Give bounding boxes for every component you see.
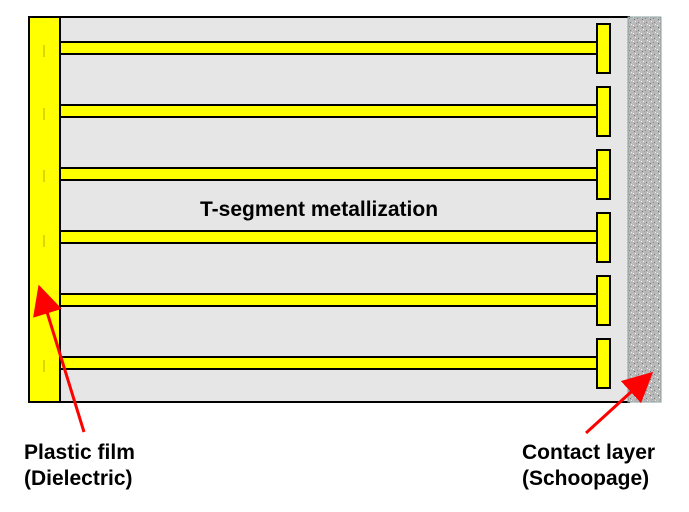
t-segment — [59, 212, 611, 263]
t-segment-head — [596, 212, 611, 263]
t-segment — [59, 86, 611, 137]
t-segment-head — [596, 149, 611, 200]
left-metal-bar — [28, 16, 61, 403]
plastic-film-arrow — [33, 284, 86, 433]
t-segment-head — [596, 338, 611, 389]
contact-layer-arrow — [584, 371, 654, 435]
t-segment-stem — [59, 356, 601, 370]
t-segment-head — [596, 275, 611, 326]
t-segment-stem — [59, 293, 601, 307]
plastic-film-label-line2: (Dielectric) — [24, 467, 133, 491]
plastic-film-area — [28, 16, 630, 403]
contact-layer-strip — [627, 16, 662, 403]
t-segment-label: T-segment metallization — [200, 198, 439, 221]
t-segment — [59, 149, 611, 200]
t-segment-head — [596, 23, 611, 74]
t-segment-stem — [59, 230, 601, 244]
plastic-film-label: Plastic film (Dielectric) — [24, 440, 135, 493]
t-segment-stem — [59, 41, 601, 55]
t-segment-stem — [59, 104, 601, 118]
contact-layer-label-line1: Contact layer — [522, 441, 656, 464]
t-segments — [59, 23, 611, 389]
contact-layer-label: Contact layer (Schoopage) — [522, 440, 655, 493]
t-segment — [59, 23, 611, 74]
t-segment — [59, 275, 611, 326]
contact-layer-label-line2: (Schoopage) — [522, 467, 650, 491]
t-segment-head — [596, 86, 611, 137]
t-segment — [59, 338, 611, 389]
t-segment-stem — [59, 167, 601, 181]
plastic-film-label-line1: Plastic film — [24, 441, 135, 464]
